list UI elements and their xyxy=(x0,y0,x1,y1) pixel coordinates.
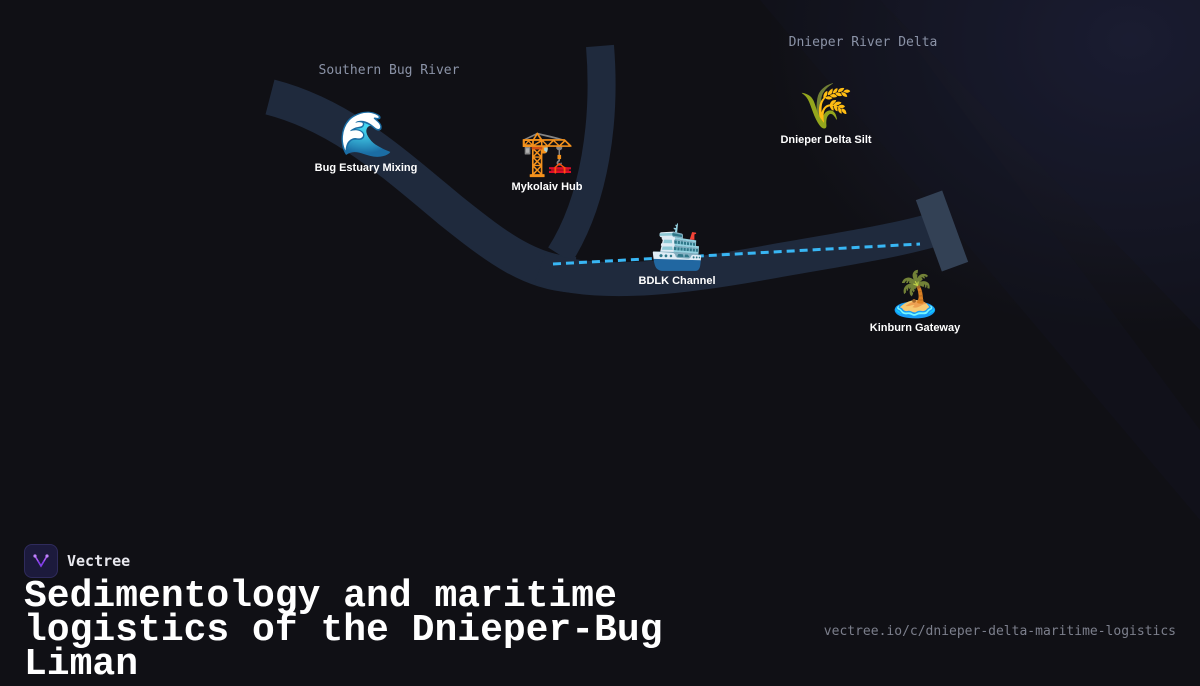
source-url[interactable]: vectree.io/c/dnieper-delta-maritime-logi… xyxy=(823,624,1176,639)
page-title: Sedimentology and maritime logistics of … xyxy=(24,575,663,686)
node-kinburn-gateway[interactable]: 🏝️ Kinburn Gateway xyxy=(869,269,961,335)
background-rays xyxy=(760,0,1200,520)
node-label: Dnieper Delta Silt xyxy=(780,134,872,146)
brand[interactable]: Vectree xyxy=(24,544,130,578)
southern-bug-river-channel xyxy=(265,79,577,293)
node-mykolaiv-hub[interactable]: 🏗️ Mykolaiv Hub xyxy=(511,128,583,194)
wheat-icon: 🌾 xyxy=(798,81,854,132)
kinburn-gateway-bar xyxy=(915,190,969,272)
node-bdlk-channel[interactable]: 🛳️ BDLK Channel xyxy=(638,222,716,288)
brand-name: Vectree xyxy=(67,552,131,570)
region-label-southern-bug: Southern Bug River xyxy=(318,63,460,78)
node-bug-estuary[interactable]: 🌊 Bug Estuary Mixing xyxy=(314,109,418,175)
region-label-dnieper-delta: Dnieper River Delta xyxy=(788,35,938,50)
node-label: Bug Estuary Mixing xyxy=(314,162,418,174)
node-label: BDLK Channel xyxy=(638,275,716,287)
bdlk-shipping-route xyxy=(552,242,921,266)
liman-main-channel xyxy=(534,211,945,297)
vectree-logo-icon xyxy=(24,544,58,578)
ship-icon: 🛳️ xyxy=(649,222,705,273)
node-label: Mykolaiv Hub xyxy=(511,181,583,193)
island-icon: 🏝️ xyxy=(887,269,943,320)
wave-icon: 🌊 xyxy=(338,109,394,160)
dnieper-river-channel xyxy=(548,44,616,263)
crane-icon: 🏗️ xyxy=(519,128,575,179)
node-label: Kinburn Gateway xyxy=(869,322,961,334)
node-dnieper-silt[interactable]: 🌾 Dnieper Delta Silt xyxy=(780,81,872,147)
